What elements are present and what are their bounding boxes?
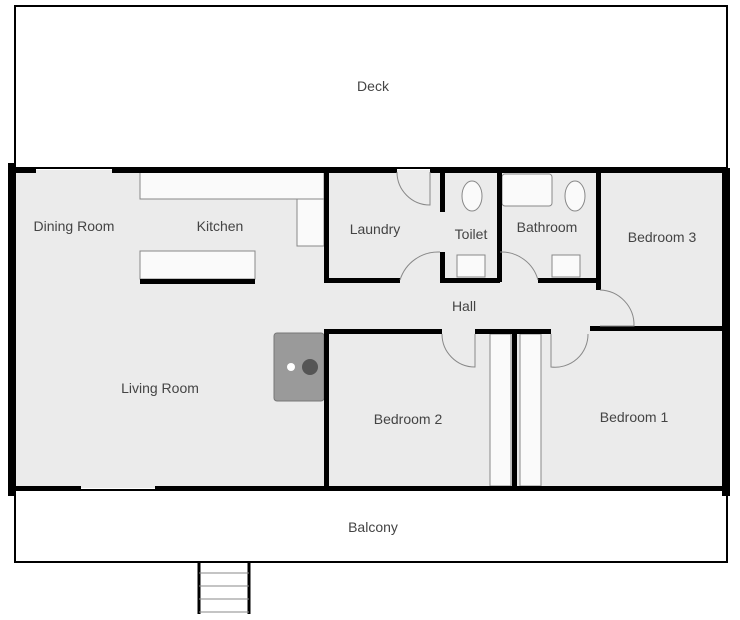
room-label-deck: Deck (357, 78, 389, 94)
room-label-living-room: Living Room (121, 380, 199, 396)
kitchen-counter (139, 171, 325, 200)
door-swings (396, 171, 635, 368)
burner-icon (302, 359, 318, 375)
room-label-balcony: Balcony (348, 519, 398, 535)
kitchen-counter-side (296, 198, 325, 247)
sink-icon (456, 254, 486, 278)
room-label-dining-room: Dining Room (33, 218, 115, 234)
toilet-icon-bath (564, 180, 586, 212)
room-label-bedroom-2: Bedroom 2 (373, 411, 443, 427)
room-label-kitchen: Kitchen (196, 218, 244, 234)
flame-icon (287, 363, 295, 371)
wardrobe-left (489, 333, 512, 487)
room-label-laundry: Laundry (349, 221, 401, 237)
room-label-bedroom-3: Bedroom 3 (627, 229, 697, 245)
room-label-hall: Hall (451, 298, 477, 314)
sink-icon-bath (551, 254, 581, 278)
walls (8, 163, 730, 496)
bathtub-icon (501, 173, 553, 207)
toilet-icon (461, 180, 483, 212)
wardrobe-right (519, 333, 542, 487)
room-label-bedroom-1: Bedroom 1 (599, 409, 669, 425)
deck-area (14, 5, 728, 169)
room-label-bathroom: Bathroom (516, 219, 578, 235)
kitchen-island (139, 250, 256, 280)
stairs-icon (197, 562, 251, 614)
room-label-toilet: Toilet (454, 226, 488, 242)
balcony-area (14, 489, 728, 563)
